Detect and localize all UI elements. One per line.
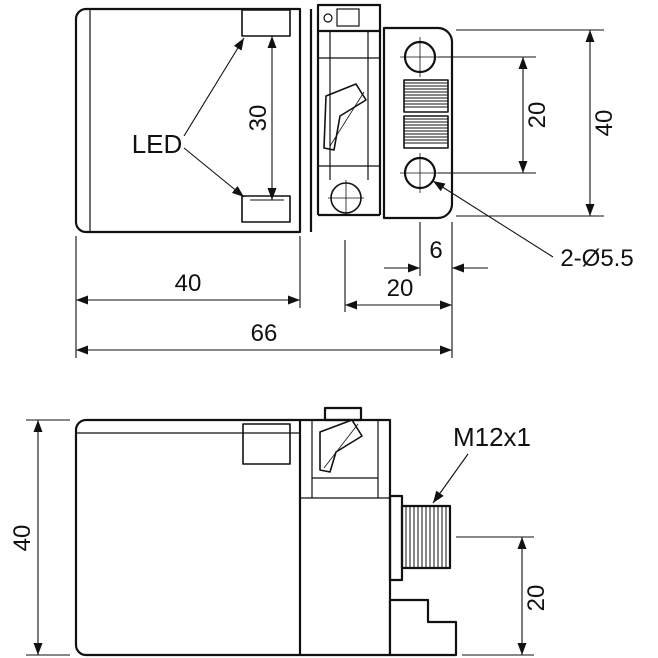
led-label: LED (132, 129, 183, 159)
dimension-20-hole-spacing: 20 (438, 56, 551, 174)
connector-thread-barrel (400, 504, 452, 570)
holes-callout-label: 2-Ø5.5 (560, 245, 633, 272)
sensor-body-side (74, 418, 392, 657)
dimension-40-height: 40 (456, 29, 618, 217)
dim-20-side-label: 20 (523, 585, 550, 612)
led-window-bottom (241, 195, 291, 223)
dim-66-label: 66 (251, 320, 278, 347)
dim-40-height-label: 40 (591, 110, 618, 137)
connector-label: M12x1 (453, 422, 531, 452)
dim-20-hole-spacing-label: 20 (524, 102, 551, 129)
connector-collar (388, 494, 404, 582)
dimension-30: 30 (245, 35, 284, 201)
sensor-body-top (74, 7, 302, 234)
dimension-20-bracket: 20 (344, 240, 452, 312)
clamp-side (300, 406, 390, 499)
dim-40-body-label: 40 (175, 270, 202, 297)
dimension-6: 6 (384, 222, 488, 358)
led-window-side (242, 423, 291, 465)
dimension-40-body: 40 (75, 236, 301, 358)
m12-connector (388, 494, 452, 582)
connector-callout: M12x1 (432, 422, 531, 504)
side-view: M12x1 40 20 (9, 406, 550, 657)
thread-band-top (403, 79, 449, 113)
mounting-plate (382, 26, 454, 220)
mounting-foot (388, 598, 458, 657)
led-callout: LED (132, 37, 245, 198)
dim-40-side-label: 40 (9, 525, 36, 552)
dim-6-label: 6 (429, 237, 442, 264)
thread-band-bottom (403, 115, 449, 149)
holes-callout: 2-Ø5.5 (432, 180, 634, 272)
clamp-lever (323, 83, 367, 151)
clamp-bracket (316, 3, 382, 217)
top-view: LED 2-Ø5.5 30 20 40 (74, 3, 634, 358)
dim-20-bracket-label: 20 (387, 275, 414, 302)
dimension-40-side: 40 (9, 419, 70, 656)
dimension-66: 66 (76, 320, 452, 355)
dimension-20-side: 20 (456, 536, 550, 656)
led-window-top (241, 9, 291, 37)
dim-30-label: 30 (245, 105, 272, 132)
